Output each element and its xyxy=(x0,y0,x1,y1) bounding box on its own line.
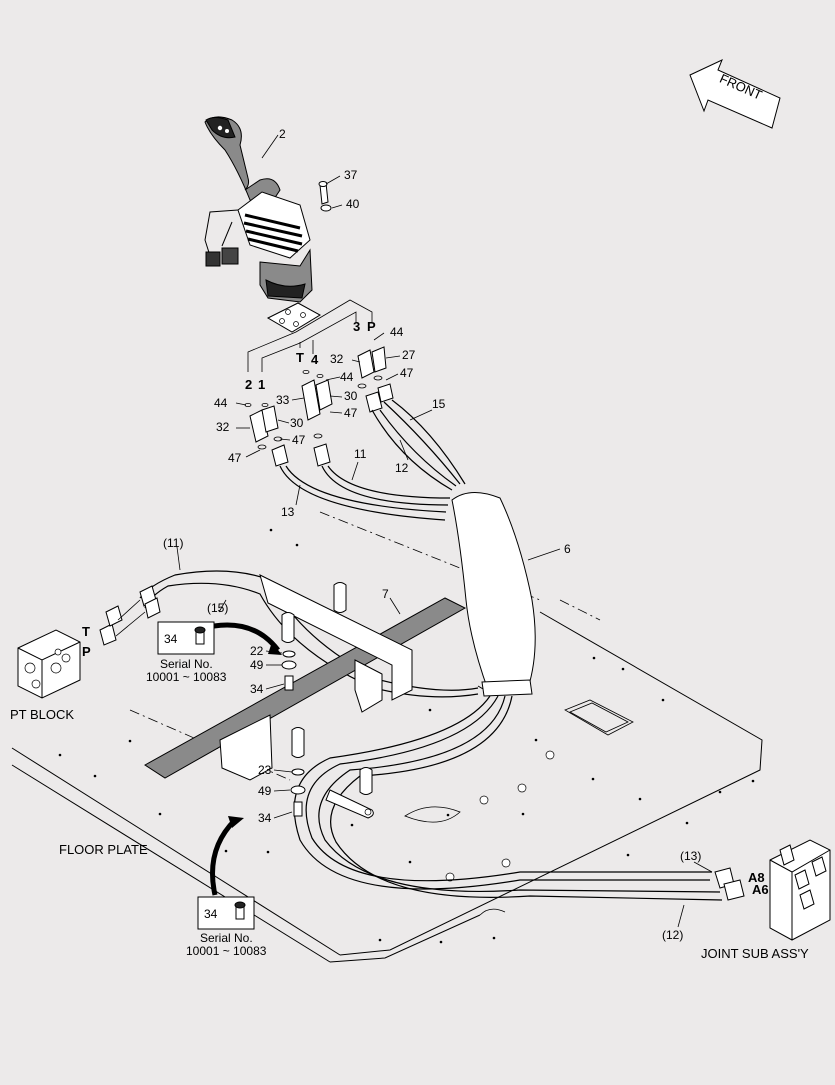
floor-plate-label: FLOOR PLATE xyxy=(59,842,148,857)
callout-23: 23 xyxy=(258,763,272,777)
callout-32-a: 32 xyxy=(330,352,344,366)
callout-13-ref: (13) xyxy=(680,849,701,863)
joint-sub-assy-label: JOINT SUB ASS'Y xyxy=(701,946,809,961)
callout-22: 22 xyxy=(250,644,264,658)
joint-port-A6: A6 xyxy=(752,882,769,897)
callout-15: 15 xyxy=(432,397,446,411)
port-P: P xyxy=(367,319,376,334)
callout-2: 2 xyxy=(279,127,286,141)
port-leaders xyxy=(247,299,373,372)
serial-box-2 xyxy=(197,816,255,930)
callout-13: 13 xyxy=(281,505,295,519)
serial-label-1: Serial No. xyxy=(160,657,213,671)
joystick-lever xyxy=(204,116,313,303)
callout-47-c: 47 xyxy=(292,433,306,447)
callout-47-d: 47 xyxy=(228,451,242,465)
callout-34-box-1: 34 xyxy=(164,632,178,646)
callout-44-b: 44 xyxy=(340,370,354,384)
serial-range-2: 10001 ~ 10083 xyxy=(186,944,267,958)
callout-11-ref: (11) xyxy=(163,536,183,550)
callout-40: 40 xyxy=(346,197,360,211)
front-arrow: FRONT xyxy=(689,59,781,129)
bolt-37 xyxy=(318,181,332,212)
callout-37: 37 xyxy=(344,168,358,182)
callout-34-box-2: 34 xyxy=(204,907,218,921)
hose-sleeve xyxy=(451,492,536,697)
port-2: 2 xyxy=(245,377,252,392)
bracket-assembly xyxy=(144,574,467,819)
callout-11: 11 xyxy=(354,447,367,461)
callout-6: 6 xyxy=(564,542,571,556)
block-port-T: T xyxy=(82,624,90,639)
callout-30-b: 30 xyxy=(290,416,304,430)
block-port-P: P xyxy=(82,644,91,659)
callout-49-b: 49 xyxy=(258,784,272,798)
callout-leaders xyxy=(176,134,713,928)
callout-33: 33 xyxy=(276,393,290,407)
port-T: T xyxy=(296,350,304,365)
callout-32-b: 32 xyxy=(216,420,230,434)
callout-15-ref: (15) xyxy=(207,601,228,615)
callout-34-a: 34 xyxy=(250,682,264,696)
callout-7: 7 xyxy=(382,587,389,601)
port-1: 1 xyxy=(258,377,265,392)
callout-44-a: 44 xyxy=(390,325,404,339)
callout-34-b: 34 xyxy=(258,811,272,825)
pt-block-label: PT BLOCK xyxy=(10,707,74,722)
callout-12-ref: (12) xyxy=(662,928,683,942)
joint-port-A8: A8 xyxy=(748,870,765,885)
callout-47-a: 47 xyxy=(400,366,414,380)
pt-block xyxy=(17,585,161,699)
callout-47-b: 47 xyxy=(344,406,358,420)
callout-30-a: 30 xyxy=(344,389,358,403)
fittings xyxy=(244,346,394,467)
callout-12: 12 xyxy=(395,461,409,475)
serial-label-2: Serial No. xyxy=(200,931,253,945)
serial-box-1 xyxy=(157,621,282,655)
callout-27: 27 xyxy=(402,348,416,362)
port-4: 4 xyxy=(311,352,319,367)
mount-plate xyxy=(266,302,322,333)
joint-sub-assy xyxy=(714,839,831,941)
serial-range-1: 10001 ~ 10083 xyxy=(146,670,227,684)
callout-44-c: 44 xyxy=(214,396,228,410)
floor-plate xyxy=(11,528,763,963)
port-3: 3 xyxy=(353,319,360,334)
callout-49-a: 49 xyxy=(250,658,264,672)
hoses-upper xyxy=(279,399,466,521)
callout-numbers: 2 37 40 3 P 44 32 27 T 4 47 44 2 1 30 33… xyxy=(10,127,809,961)
